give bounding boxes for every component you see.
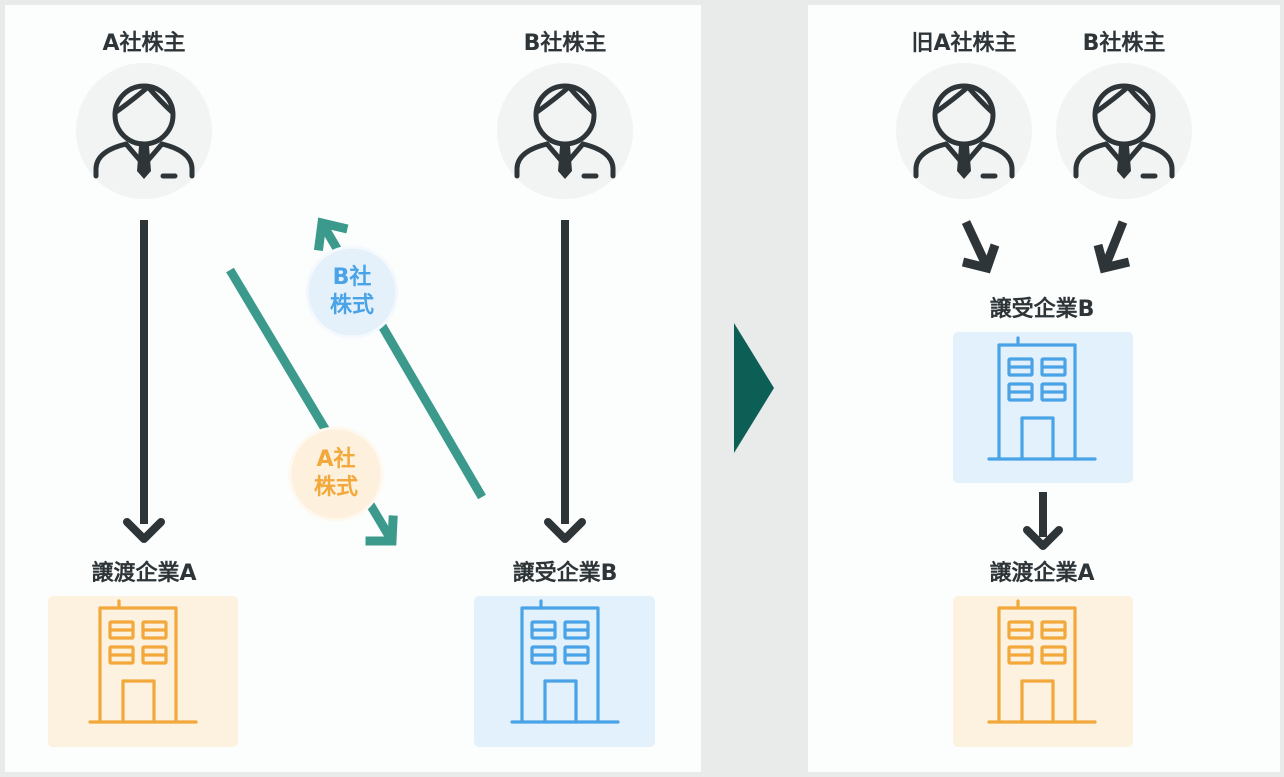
a-shares-badge (288, 426, 384, 522)
b-shares-badge-line2: 株式 (329, 293, 375, 318)
arrow-shareholder-b-to-b-icon (1093, 220, 1131, 274)
arrow-down-a-icon (123, 220, 165, 543)
company-b-label: 譲受企業B (512, 561, 618, 586)
b-shares-badge-label: B社 株式 (330, 264, 374, 320)
company-b-box (474, 596, 655, 747)
right-shareholder-b-label: B社株主 (1082, 31, 1166, 56)
arrow-down-b-icon (544, 220, 586, 543)
shareholder-b-person-icon (497, 63, 633, 199)
b-shares-badge (305, 245, 399, 339)
company-a-box (48, 596, 238, 747)
company-a-label: 譲渡企業A (91, 561, 197, 586)
shareholder-a-label: A社株主 (102, 31, 186, 56)
a-shares-badge-line1: A社 (316, 447, 356, 472)
right-company-a-label: 譲渡企業A (989, 561, 1095, 586)
a-shares-badge-line2: 株式 (313, 475, 359, 500)
former-shareholder-a-person-icon (896, 63, 1032, 199)
a-shares-badge-label: A社 株式 (314, 446, 358, 502)
arrow-b-to-a-icon (1023, 492, 1063, 550)
right-company-a-box (953, 596, 1133, 747)
transition-triangle-icon (734, 323, 774, 453)
arrow-former-a-to-b-icon (961, 220, 1000, 274)
shareholder-b-label: B社株主 (523, 31, 607, 56)
former-shareholder-a-label: 旧A社株主 (911, 31, 1017, 56)
right-shareholder-b-person-icon (1056, 63, 1192, 199)
right-company-b-label: 譲受企業B (989, 297, 1095, 322)
shareholder-a-person-icon (76, 63, 212, 199)
b-shares-badge-line1: B社 (332, 265, 372, 290)
